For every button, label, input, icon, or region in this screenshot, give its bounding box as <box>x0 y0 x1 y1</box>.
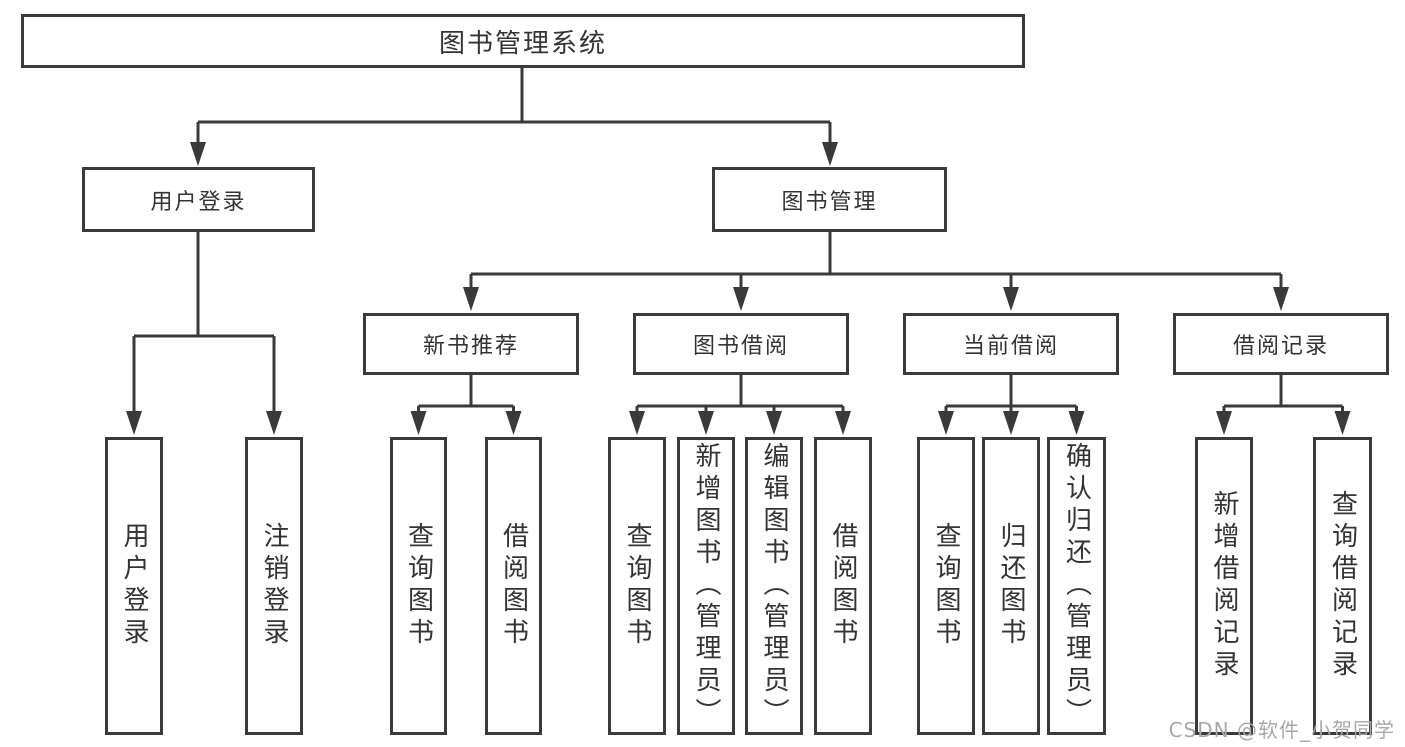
node-current-borrowing: 当前借阅 <box>903 313 1119 375</box>
leaf-borrow-books-recommend: 借阅图书 <box>485 437 542 735</box>
node-label: 图书管理系统 <box>438 28 607 59</box>
node-label: 确认归还（管理员） <box>1061 442 1092 730</box>
node-label: 查询图书 <box>622 522 652 650</box>
node-label: 用户登录 <box>119 522 149 650</box>
leaf-user-login: 用户登录 <box>105 437 163 735</box>
arrowhead-icons <box>126 142 1351 435</box>
node-label: 查询图书 <box>403 522 434 650</box>
node-label: 查询借阅记录 <box>1327 490 1358 682</box>
leaf-confirm-return-admin: 确认归还（管理员） <box>1047 437 1106 735</box>
leaf-borrow-books-borrowing: 借阅图书 <box>814 437 872 735</box>
node-label: 图书借阅 <box>692 334 789 359</box>
node-book-borrowing: 图书借阅 <box>633 313 849 375</box>
node-user-login: 用户登录 <box>82 167 315 232</box>
leaf-add-book-admin: 新增图书（管理员） <box>677 437 735 735</box>
leaf-query-books-current: 查询图书 <box>917 437 975 735</box>
node-borrowing-records: 借阅记录 <box>1173 313 1389 375</box>
node-book-management: 图书管理 <box>712 167 947 232</box>
leaf-logout: 注销登录 <box>245 437 303 735</box>
node-label: 图书管理 <box>781 189 878 215</box>
leaf-edit-book-admin: 编辑图书（管理员） <box>745 437 803 735</box>
connector-paths <box>132 67 1344 418</box>
node-label: 借阅图书 <box>828 522 858 650</box>
leaf-add-borrow-record: 新增借阅记录 <box>1195 437 1253 735</box>
node-library-management-system: 图书管理系统 <box>21 14 1025 68</box>
node-label: 注销登录 <box>259 522 289 650</box>
watermark: CSDN @软件_小贺同学 <box>1168 718 1395 742</box>
node-label: 新增图书（管理员） <box>691 442 721 730</box>
node-label: 归还图书 <box>996 522 1026 650</box>
leaf-return-books: 归还图书 <box>982 437 1040 735</box>
leaf-query-books-borrowing: 查询图书 <box>608 437 666 735</box>
leaf-query-books-recommend: 查询图书 <box>390 437 447 735</box>
node-label: 借阅图书 <box>498 522 529 650</box>
node-new-book-recommend: 新书推荐 <box>363 313 579 375</box>
node-label: 新书推荐 <box>422 334 519 359</box>
node-label: 查询图书 <box>931 522 961 650</box>
node-label: 借阅记录 <box>1232 334 1329 359</box>
leaf-query-borrow-record: 查询借阅记录 <box>1313 437 1372 735</box>
node-label: 当前借阅 <box>962 334 1059 359</box>
node-label: 新增借阅记录 <box>1209 490 1239 682</box>
node-label: 用户登录 <box>150 189 247 215</box>
node-label: 编辑图书（管理员） <box>759 442 789 730</box>
